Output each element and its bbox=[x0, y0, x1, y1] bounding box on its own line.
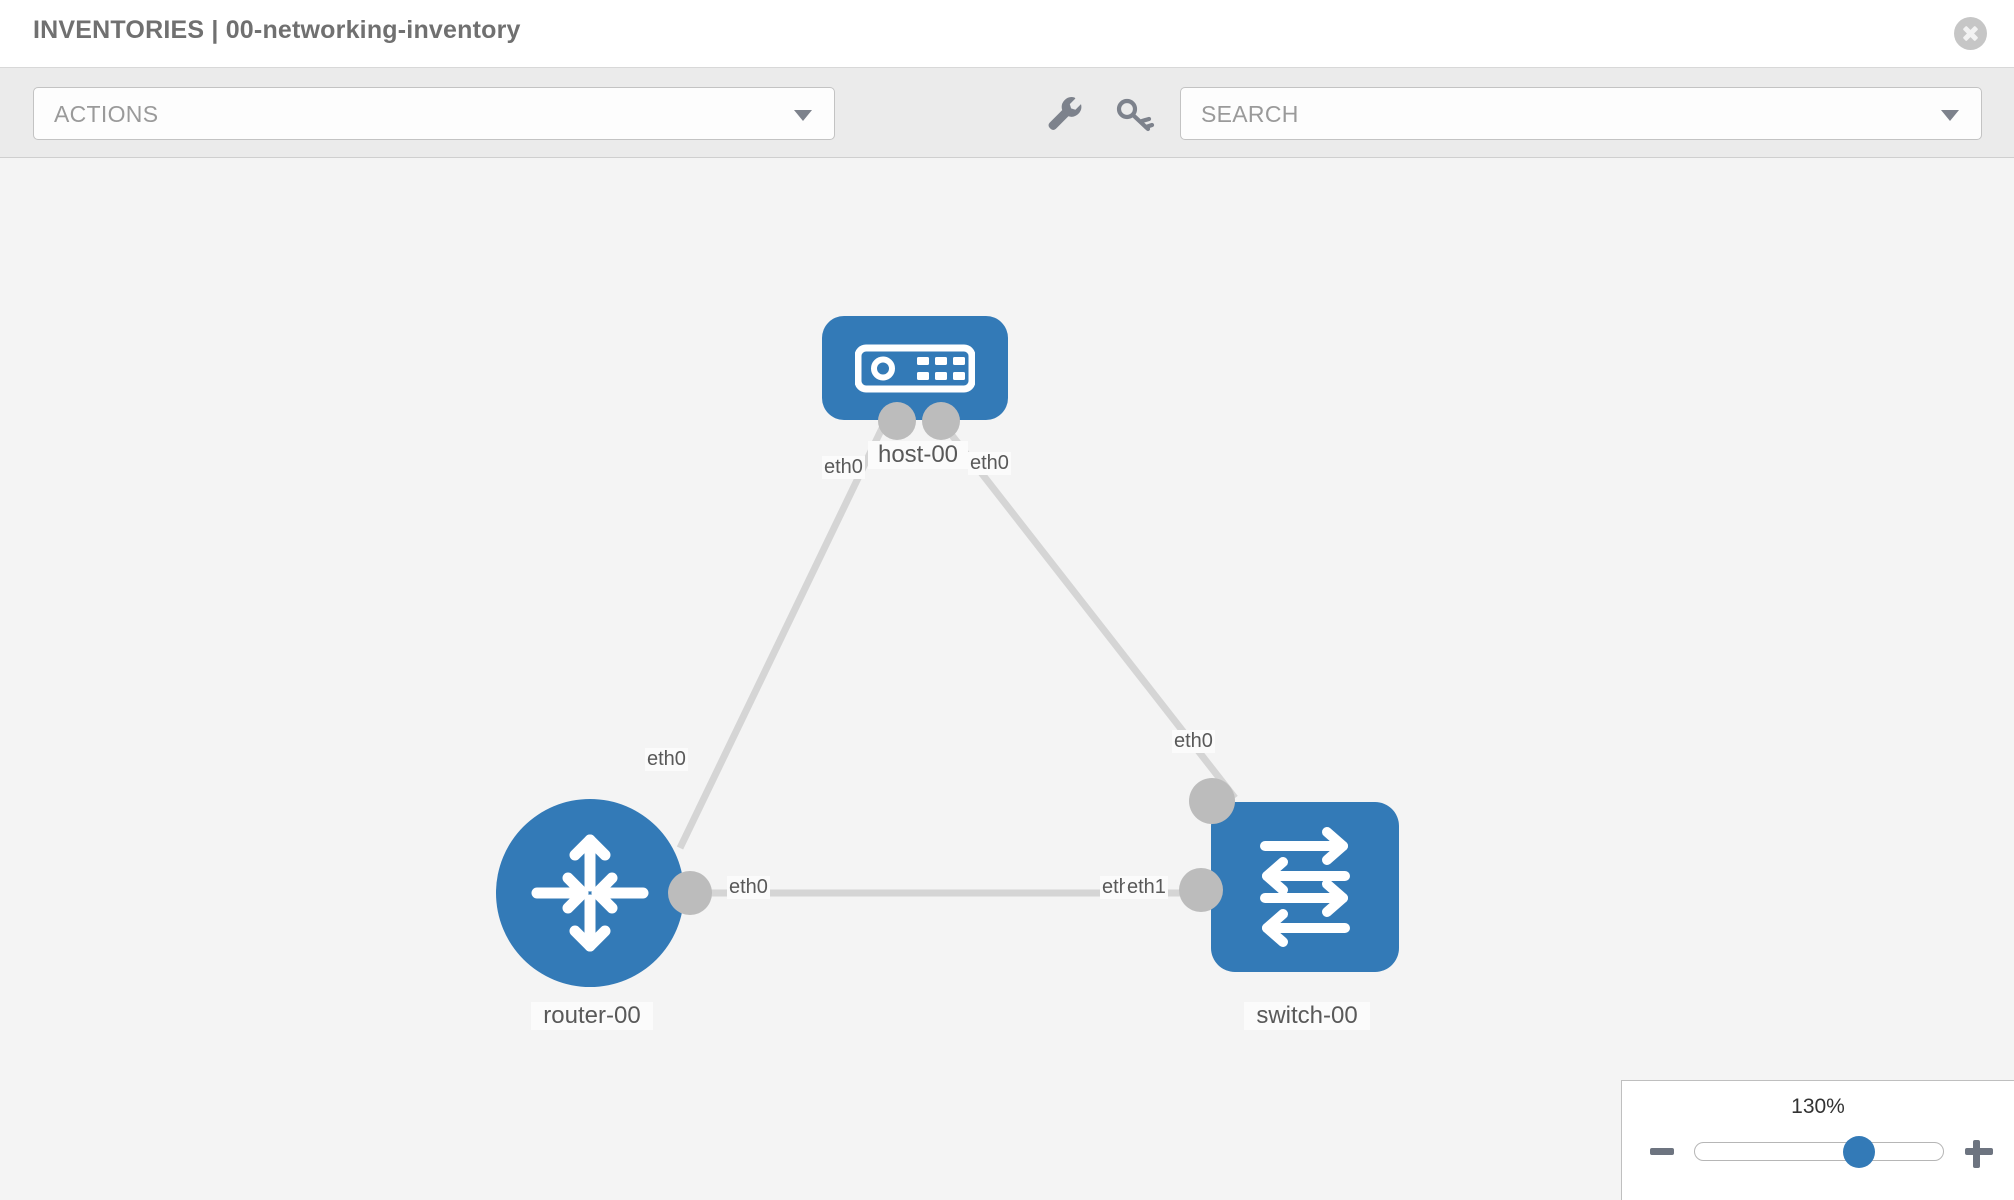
node-host-00-shape bbox=[822, 316, 1008, 420]
node-switch-00-label: switch-00 bbox=[1244, 1002, 1370, 1030]
actions-dropdown-label: ACTIONS bbox=[54, 101, 159, 127]
router-arrows-icon bbox=[531, 834, 649, 952]
key-icon[interactable] bbox=[1108, 88, 1158, 138]
node-switch-00[interactable] bbox=[1179, 778, 1399, 972]
server-icon bbox=[855, 344, 975, 393]
node-host-00[interactable] bbox=[822, 316, 1008, 440]
node-router-00-label: router-00 bbox=[531, 1002, 653, 1030]
toolbar: ACTIONS SEARCH bbox=[0, 68, 2014, 158]
zoom-slider-row bbox=[1622, 1131, 2014, 1171]
zoom-out-button[interactable] bbox=[1646, 1134, 1680, 1168]
iface-label-router-right: eth0 bbox=[727, 876, 770, 899]
socket-host-eth0-right[interactable] bbox=[922, 402, 960, 440]
link-host-router bbox=[676, 418, 890, 850]
page-title: INVENTORIES | 00-networking-inventory bbox=[33, 16, 521, 44]
actions-dropdown[interactable]: ACTIONS bbox=[33, 87, 835, 140]
page-header: INVENTORIES | 00-networking-inventory bbox=[0, 0, 2014, 68]
search-input[interactable]: SEARCH bbox=[1180, 87, 1982, 140]
zoom-in-button[interactable] bbox=[1962, 1134, 1996, 1168]
zoom-slider-thumb[interactable] bbox=[1843, 1135, 1876, 1168]
socket-switch-eth1-left[interactable] bbox=[1179, 868, 1223, 912]
node-router-00-shape bbox=[496, 799, 684, 987]
socket-router-eth0-right[interactable] bbox=[668, 871, 712, 915]
zoom-slider-track[interactable] bbox=[1694, 1135, 1944, 1168]
zoom-percent-label: 130% bbox=[1791, 1095, 1845, 1118]
zoom-control-panel: 130% bbox=[1621, 1080, 2014, 1200]
iface-label-host-left: eth0 bbox=[822, 456, 865, 479]
iface-label-router-up: eth0 bbox=[645, 748, 688, 771]
search-placeholder: SEARCH bbox=[1201, 101, 1299, 127]
wrench-icon[interactable] bbox=[1040, 88, 1090, 138]
socket-host-eth0-left[interactable] bbox=[878, 402, 916, 440]
chevron-down-icon bbox=[794, 109, 812, 121]
chevron-down-icon[interactable] bbox=[1941, 109, 1959, 121]
switch-arrows-icon bbox=[1260, 827, 1350, 947]
topology-canvas[interactable]: host-00 eth0 eth0 router-00 eth0 bbox=[0, 158, 2014, 1200]
node-host-00-label: host-00 bbox=[868, 441, 968, 469]
iface-label-switch-left: eth1 bbox=[1125, 876, 1168, 899]
node-switch-00-shape bbox=[1211, 802, 1399, 972]
iface-label-host-right: eth0 bbox=[968, 452, 1011, 475]
close-icon[interactable] bbox=[1954, 17, 1987, 50]
node-router-00[interactable] bbox=[496, 799, 712, 987]
socket-switch-eth0-top[interactable] bbox=[1189, 778, 1235, 824]
iface-label-switch-up: eth0 bbox=[1172, 730, 1215, 753]
topology-links bbox=[676, 417, 1238, 897]
